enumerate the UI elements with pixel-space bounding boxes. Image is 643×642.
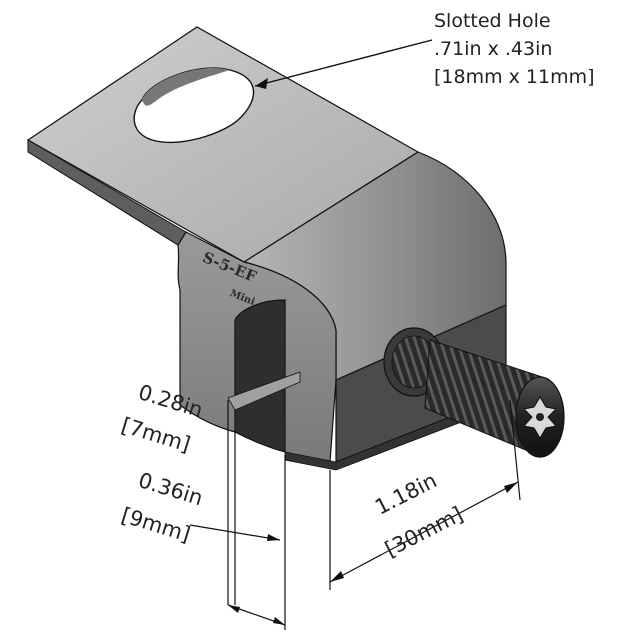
callout-title: Slotted Hole [434, 10, 551, 32]
callout-size-mm: [18mm x 11mm] [434, 66, 595, 88]
clamp-inner-slot [234, 299, 286, 453]
slotted-hole-inner-wall [142, 68, 230, 106]
dim-arrow-d2a [228, 605, 240, 613]
dim-line-d3 [329, 481, 519, 583]
dim-ext-line-5 [509, 399, 521, 501]
dim-arrow-d1 [267, 534, 280, 541]
callout-arrowhead [255, 78, 268, 89]
dim-line-d1 [189, 524, 281, 541]
inner-lip [227, 371, 301, 411]
dim-arrow-d3b [504, 482, 518, 493]
dim-arrow-d3a [330, 571, 344, 582]
callout-leader [254, 39, 433, 87]
torx-center [536, 413, 544, 421]
callout-size-in: .71in x .43in [434, 38, 553, 60]
dim-arrow-d2b [273, 617, 285, 625]
